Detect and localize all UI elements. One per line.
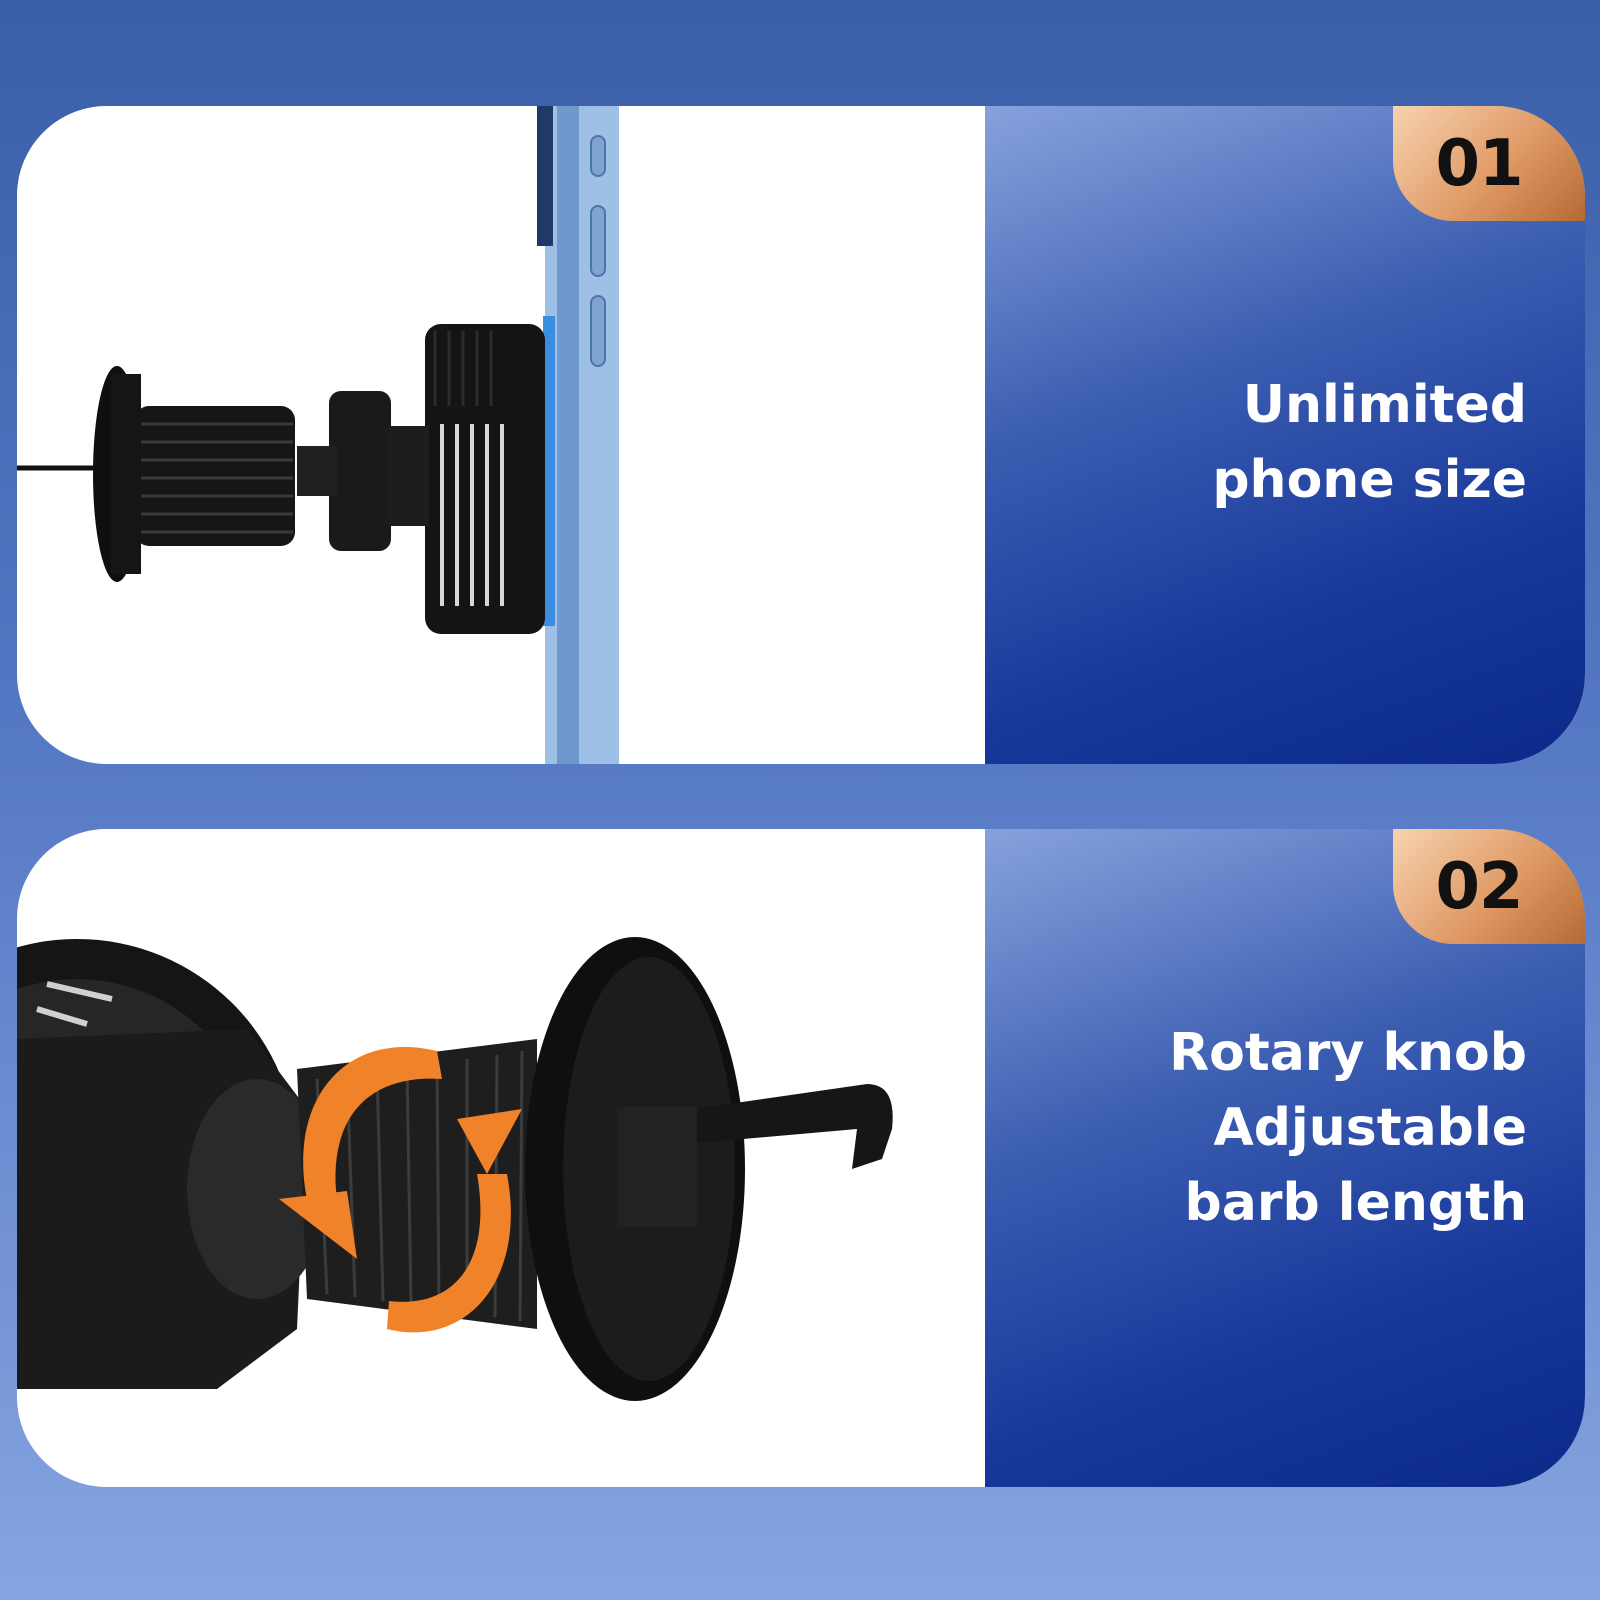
- feature-line: Rotary knob: [1169, 1023, 1527, 1083]
- feature-line: phone size: [1212, 450, 1527, 510]
- feature-number: 02: [1435, 849, 1523, 924]
- feature-card-1: 01 Unlimited phone size: [17, 106, 1585, 764]
- feature-line: Unlimited: [1242, 375, 1527, 435]
- feature-number: 01: [1435, 126, 1523, 201]
- rotary-knob-illustration: [17, 937, 893, 1401]
- feature-line: barb length: [1184, 1173, 1528, 1233]
- feature-line: Adjustable: [1213, 1098, 1527, 1158]
- feature-description: Unlimited phone size: [1212, 368, 1527, 518]
- product-photo-side-view: [17, 106, 985, 764]
- feature-number-badge: 01: [1393, 106, 1585, 221]
- feature-panel-1: 01 Unlimited phone size: [985, 106, 1585, 764]
- product-photo-knob-closeup: [17, 829, 985, 1487]
- feature-panel-2: 02 Rotary knob Adjustable barb length: [985, 829, 1585, 1487]
- phone-mount-side-illustration: [17, 106, 619, 764]
- feature-description: Rotary knob Adjustable barb length: [1169, 1016, 1527, 1241]
- rotate-arrows-icon: [279, 1046, 522, 1333]
- feature-card-2: 02 Rotary knob Adjustable barb length: [17, 829, 1585, 1487]
- feature-number-badge: 02: [1393, 829, 1585, 944]
